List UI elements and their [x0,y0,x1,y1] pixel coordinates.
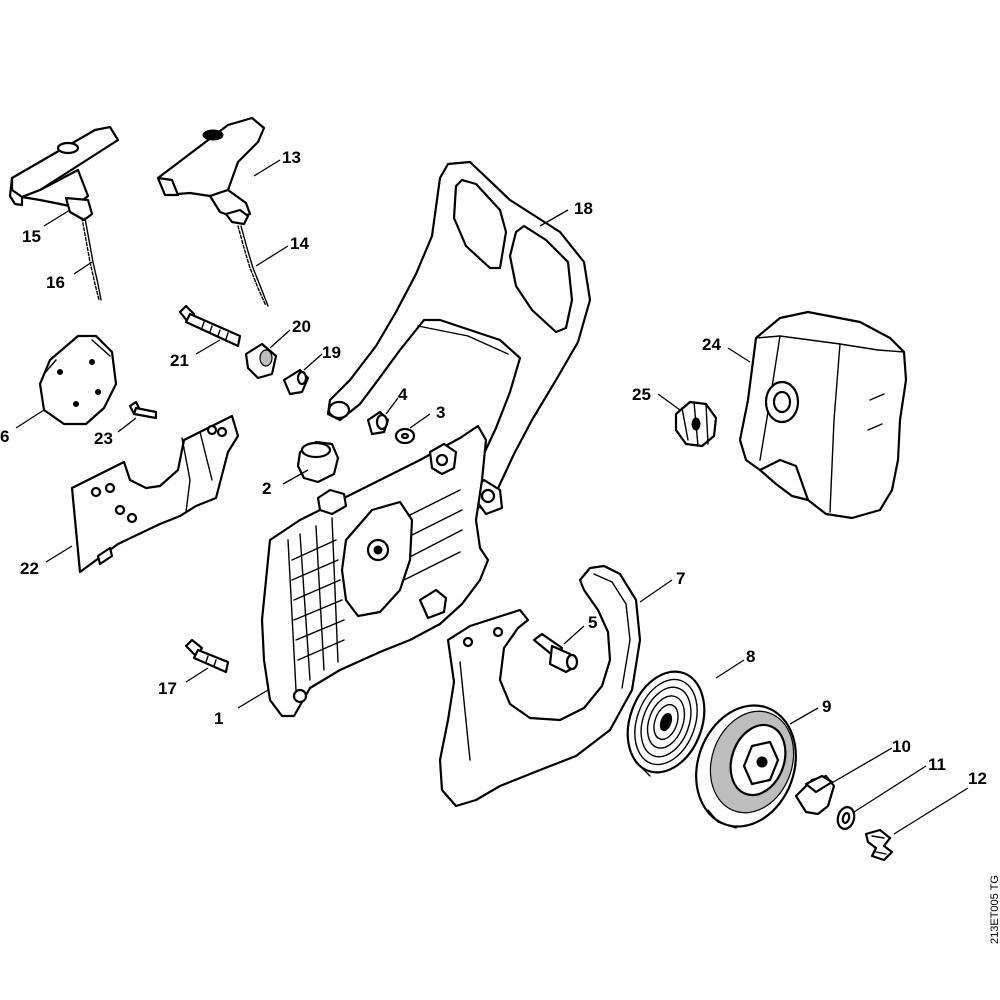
callout-6: 6 [0,427,9,446]
part-10-pawl[interactable] [794,774,836,816]
part-2-grommet[interactable] [296,440,340,484]
part-9-rope-rotor[interactable] [680,691,813,840]
callout-23: 23 [94,429,113,448]
part-22-cover-plate[interactable] [70,414,240,574]
part-5-pin[interactable] [532,632,579,674]
callout-2: 2 [262,479,271,498]
callout-labels: 1 2 3 4 5 6 7 8 9 10 11 12 13 14 15 16 1… [0,148,987,788]
part-3-washer[interactable] [394,427,416,445]
callout-7: 7 [676,569,685,588]
part-1-starter-housing[interactable] [260,424,490,718]
callout-4: 4 [398,385,408,404]
part-21-screw[interactable] [178,304,242,348]
part-18-hand-guard[interactable] [326,160,592,516]
part-15-starter-grip[interactable] [8,125,120,222]
leader-lines [15,159,969,835]
callout-14: 14 [290,234,309,253]
drawing-number: 213ET005 TG [989,875,1000,944]
part-4-bolt[interactable] [366,410,390,436]
callout-11: 11 [928,755,946,774]
part-23-screw[interactable] [128,400,158,420]
part-25-nut[interactable] [674,400,718,448]
callout-19: 19 [322,343,341,362]
callout-16: 16 [46,273,65,292]
part-16-starter-rope[interactable] [81,217,102,301]
part-11-washer[interactable] [835,805,856,830]
part-7-guide-ring[interactable] [438,564,642,808]
part-19-sleeve[interactable] [282,368,310,396]
callout-15: 15 [22,227,41,246]
part-13-elastostart-grip[interactable] [156,116,266,220]
callout-22: 22 [20,559,39,578]
part-6-disc[interactable] [38,334,118,426]
callout-12: 12 [968,769,987,788]
callout-3: 3 [436,403,445,422]
callout-18: 18 [574,199,593,218]
part-8-rewind-spring[interactable] [614,661,717,783]
part-14-starter-rope[interactable] [224,208,269,307]
callout-25: 25 [632,385,651,404]
callout-21: 21 [170,351,189,370]
part-24-shroud[interactable] [738,310,908,520]
callout-10: 10 [892,737,911,756]
part-20-rubber-buffer[interactable] [244,342,278,380]
part-12-spring-clip[interactable] [864,828,894,862]
callout-13: 13 [282,148,301,167]
callout-1: 1 [214,709,223,728]
callout-20: 20 [292,317,311,336]
callout-8: 8 [746,647,755,666]
part-17-screw[interactable] [184,638,230,674]
callout-5: 5 [588,613,597,632]
callout-17: 17 [158,679,177,698]
callout-9: 9 [822,697,831,716]
callout-24: 24 [702,335,721,354]
